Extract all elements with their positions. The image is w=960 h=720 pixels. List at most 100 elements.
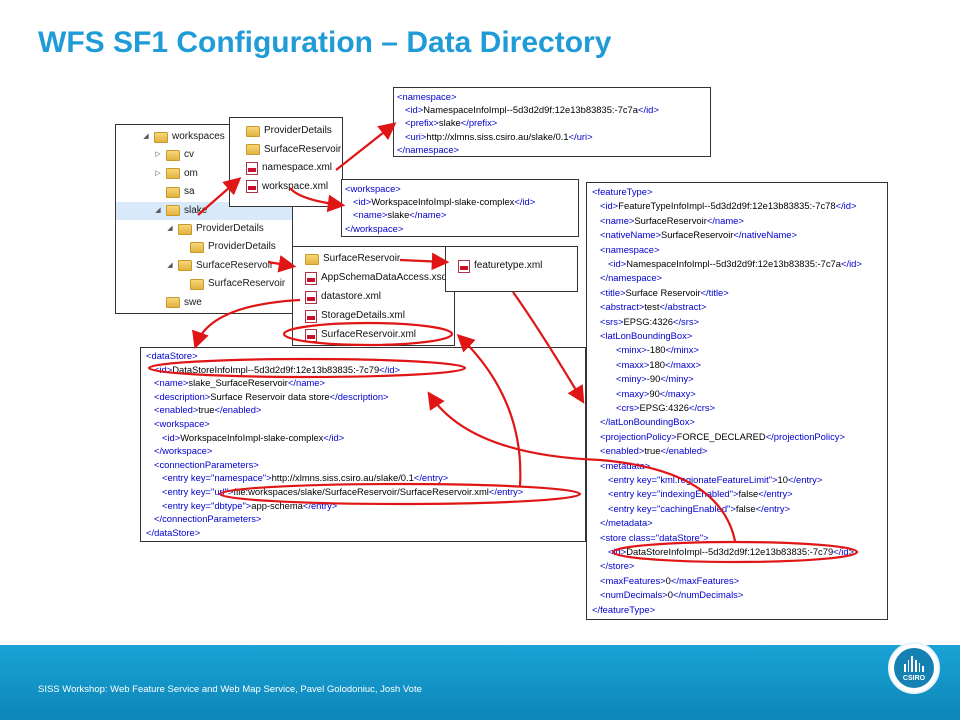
namespace-xml-panel: <namespace> <id>NamespaceInfoImpl--5d3d2d… bbox=[393, 87, 711, 157]
tree-item-label: ProviderDetails bbox=[196, 223, 264, 234]
folder-icon bbox=[246, 125, 260, 137]
file-item-label: SurfaceReservoir bbox=[323, 253, 401, 264]
file-item[interactable]: SurfaceReservoir bbox=[305, 250, 400, 268]
featuretype-xml-panel: <featureType><id>FeatureTypeInfoImpl--5d… bbox=[586, 182, 888, 620]
xml-line: <description>Surface Reservoir data stor… bbox=[154, 390, 389, 402]
folder-icon bbox=[190, 278, 204, 290]
xml-line: </workspace> bbox=[154, 445, 213, 457]
xml-line: <workspace> bbox=[345, 183, 401, 194]
expanded-triangle-icon[interactable]: ◢ bbox=[155, 206, 161, 214]
file-item[interactable]: SurfaceReservoir.xml bbox=[305, 326, 416, 344]
csiro-logo: CSIRO bbox=[888, 642, 940, 694]
tree-item-label: SurfaceReservoir bbox=[208, 278, 286, 290]
xml-line: <uri>http://xlmns.siss.csiro.au/slake/0.… bbox=[405, 130, 593, 142]
xml-line: <name>slake</name> bbox=[353, 209, 447, 221]
tree-item-providerdetails[interactable]: ProviderDetails bbox=[116, 238, 292, 256]
featuretype-folder-listing: featuretype.xml bbox=[445, 246, 578, 292]
xml-line: <id>WorkspaceInfoImpl-slake-complex</id> bbox=[353, 196, 536, 208]
file-item[interactable]: SurfaceReservoir bbox=[246, 141, 341, 159]
arrow-namespace bbox=[335, 122, 397, 171]
xml-line: <id>NamespaceInfoImpl--5d3d2d9f:12e13b83… bbox=[405, 104, 659, 116]
file-item[interactable]: featuretype.xml bbox=[458, 257, 542, 275]
tree-item-label: ProviderDetails bbox=[208, 241, 276, 253]
xml-line: </namespace> bbox=[397, 143, 460, 155]
tree-item-swe[interactable]: swe bbox=[116, 294, 292, 312]
file-item[interactable]: StorageDetails.xml bbox=[305, 307, 405, 325]
tree-item-cv[interactable]: ▷ cv bbox=[116, 146, 292, 164]
folder-icon bbox=[178, 223, 192, 235]
file-item[interactable]: ProviderDetails bbox=[246, 122, 332, 140]
logo-text: CSIRO bbox=[902, 675, 926, 682]
tree-item-om[interactable]: ▷ om bbox=[116, 165, 292, 183]
file-item[interactable]: namespace.xml bbox=[246, 159, 332, 177]
tree-item-surfacereservoir[interactable]: ◢ SurfaceReservoir bbox=[116, 257, 292, 275]
xml-line: </connectionParameters> bbox=[154, 513, 262, 525]
xml-line: </metadata> bbox=[600, 517, 653, 529]
tree-item-label: slake bbox=[184, 204, 208, 216]
tree-item-label: cv bbox=[184, 149, 194, 161]
xsd-file-icon bbox=[305, 271, 317, 285]
xml-line: <metadata> bbox=[600, 459, 651, 471]
collapsed-triangle-icon[interactable]: ▷ bbox=[155, 169, 161, 177]
xml-line: <numDecimals>0</numDecimals> bbox=[600, 589, 744, 601]
xml-line: <entry key="namespace">http://xlmns.siss… bbox=[162, 472, 449, 484]
xml-line: <miny>-90</miny> bbox=[616, 373, 694, 385]
xml-file-icon bbox=[246, 180, 258, 193]
tree-item-label: workspaces bbox=[172, 131, 225, 142]
footer-bar bbox=[0, 645, 960, 720]
xml-line: <id>FeatureTypeInfoImpl--5d3d2d9f:12e13b… bbox=[600, 200, 857, 212]
xml-line: </workspace> bbox=[345, 222, 404, 234]
folder-icon bbox=[166, 297, 180, 309]
tree-item-surfacereservoir[interactable]: SurfaceReservoir bbox=[116, 275, 292, 293]
tree-item-label: SurfaceReservoir bbox=[196, 259, 274, 271]
xml-file-icon bbox=[305, 328, 317, 342]
xml-line: <name>SurfaceReservoir</name> bbox=[600, 214, 744, 226]
expanded-triangle-icon[interactable]: ◢ bbox=[143, 133, 149, 140]
tree-item-label: om bbox=[184, 167, 198, 179]
xml-line: </store> bbox=[600, 560, 635, 572]
xml-line: <entry key="dbtype">app-schema</entry> bbox=[162, 499, 338, 511]
xml-line: <crs>EPSG:4326</crs> bbox=[616, 402, 716, 413]
xml-line: <id>DataStoreInfoImpl--5d3d2d9f:12e13b83… bbox=[608, 546, 855, 557]
xml-line: <namespace> bbox=[397, 91, 457, 102]
xml-line: <maxFeatures>0</maxFeatures> bbox=[600, 574, 740, 586]
xml-line: <workspace> bbox=[154, 418, 210, 429]
xml-line: <enabled>true</enabled> bbox=[154, 404, 262, 416]
xml-line: <connectionParameters> bbox=[154, 458, 259, 470]
folder-icon bbox=[190, 241, 204, 253]
folder-icon bbox=[178, 260, 192, 272]
folder-icon bbox=[166, 149, 180, 161]
tree-item-sa[interactable]: sa bbox=[116, 183, 292, 201]
xml-line: <store class="dataStore"> bbox=[600, 531, 709, 543]
file-item-label: workspace.xml bbox=[262, 180, 329, 192]
folder-icon bbox=[246, 144, 260, 155]
xml-line: <enabled>true</enabled> bbox=[600, 445, 708, 457]
xml-line: <latLonBoundingBox> bbox=[600, 330, 693, 341]
tree-item-workspaces[interactable]: ◢ workspaces bbox=[116, 128, 292, 146]
collapsed-triangle-icon[interactable]: ▷ bbox=[155, 151, 161, 159]
file-item[interactable]: workspace.xml bbox=[246, 178, 328, 196]
file-item-label: featuretype.xml bbox=[474, 260, 543, 271]
workspace-xml-panel: <workspace> <id>WorkspaceInfoImpl-slake-c… bbox=[341, 179, 579, 237]
xml-line: <maxy>90</maxy> bbox=[616, 387, 696, 399]
xml-line: <id>DataStoreInfoImpl--5d3d2d9f:12e13b83… bbox=[154, 363, 401, 375]
xml-file-icon bbox=[246, 161, 258, 175]
file-item-label: SurfaceReservoir.xml bbox=[321, 329, 417, 340]
file-item-label: SurfaceReservoir bbox=[264, 143, 342, 155]
xml-line: <namespace> bbox=[600, 243, 660, 255]
tree-item-providerdetails[interactable]: ◢ ProviderDetails bbox=[116, 220, 292, 238]
xml-line: <entry key="indexingEnabled">false</entr… bbox=[608, 488, 793, 500]
xml-line: </namespace> bbox=[600, 272, 663, 284]
slide-title: WFS SF1 Configuration – Data Directory bbox=[38, 26, 612, 59]
xml-line: <maxx>180</maxx> bbox=[616, 358, 701, 370]
xml-file-icon bbox=[305, 290, 317, 304]
expanded-triangle-icon[interactable]: ◢ bbox=[167, 225, 173, 232]
expanded-triangle-icon[interactable]: ◢ bbox=[167, 261, 173, 269]
file-item[interactable]: datastore.xml bbox=[305, 288, 381, 306]
file-item-label: namespace.xml bbox=[262, 162, 333, 173]
xml-line: <entry key="kml.regionateFeatureLimit">1… bbox=[608, 474, 823, 485]
folder-icon bbox=[154, 131, 168, 143]
xml-line: <minx>-180</minx> bbox=[616, 344, 699, 356]
file-item[interactable]: AppSchemaDataAccess.xsd bbox=[305, 269, 447, 287]
